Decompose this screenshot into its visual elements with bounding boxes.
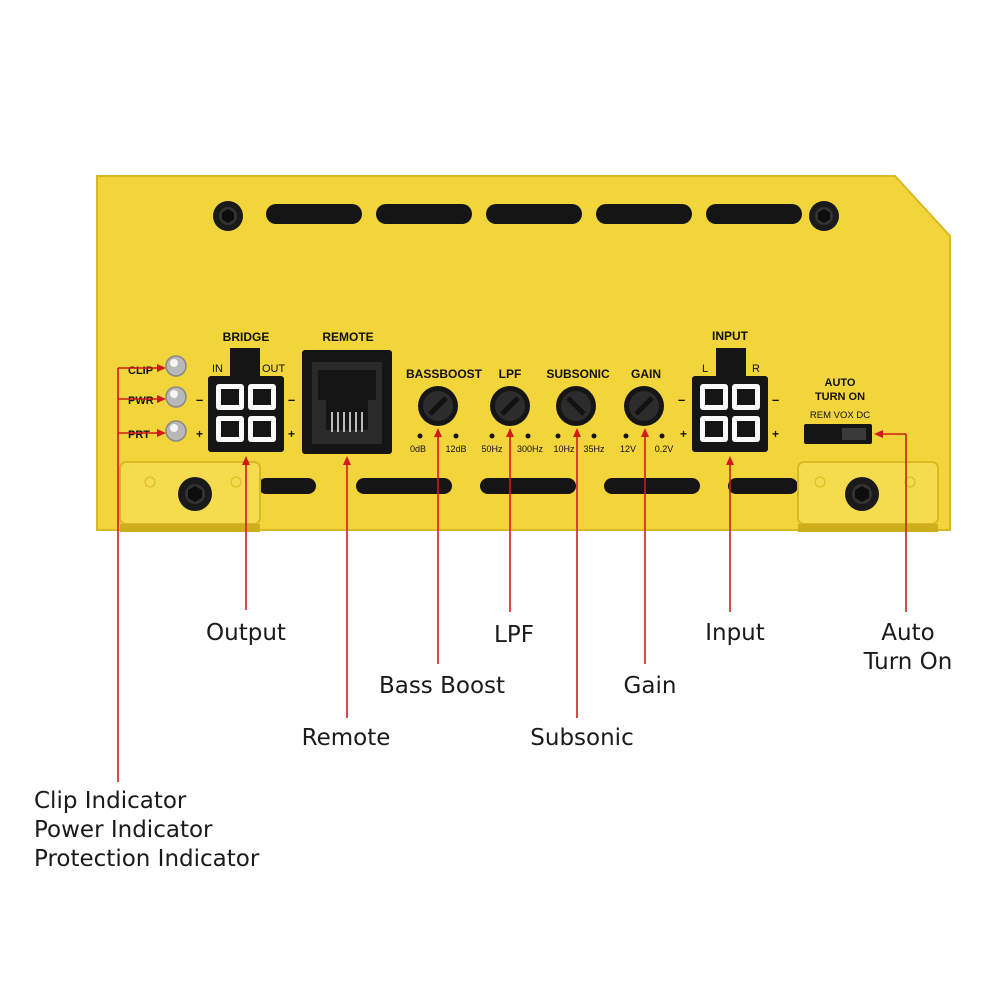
bridge-in-label: IN [212,363,223,375]
vent-slot [604,478,700,494]
screw-icon [178,477,212,511]
auto-title-1: AUTO [825,377,856,389]
plus-sign: + [288,427,295,441]
gain-label: GAIN [631,367,661,381]
remote-jack: REMOTE [302,330,392,454]
callout-leaders [117,364,907,782]
lpf-max: 300Hz [517,444,544,454]
gain-callout: Gain [624,673,677,699]
knob-subsonic: SUBSONIC 10Hz 35Hz [546,367,610,454]
auto-modes: REM VOX DC [810,410,870,421]
plus-sign: + [680,427,687,441]
vent-slot [486,204,582,224]
knob-gain: GAIN 12V 0.2V [620,367,673,454]
screw-icon [213,201,243,231]
screw-icon [809,201,839,231]
bridge-title: BRIDGE [223,330,270,344]
remote-title: REMOTE [322,330,373,344]
bassboost-max: 12dB [445,444,466,454]
screw-icon [845,477,879,511]
bridge-output-connector: BRIDGE IN OUT – – + + [196,330,295,452]
input-l-label: L [702,363,708,375]
auto-title-2: TURN ON [815,391,865,403]
gain-knob[interactable] [624,386,664,426]
subsonic-label: SUBSONIC [546,367,610,381]
clip-led-label: CLIP [128,365,153,377]
output-callout: Output [206,620,286,646]
knob-bassboost: BASSBOOST 0dB 12dB [406,367,483,454]
clip-indicator-callout: Clip Indicator [34,788,187,814]
power-led: PWR [128,386,187,408]
bass-boost-callout: Bass Boost [379,673,505,699]
callout-labels: Output Remote Bass Boost LPF Subsonic Ga… [34,620,952,872]
input-title: INPUT [712,329,749,343]
vent-slot [376,204,472,224]
bassboost-min: 0dB [410,444,426,454]
input-connector: INPUT L R – – + + [678,329,779,452]
lpf-knob[interactable] [490,386,530,426]
gain-max: 0.2V [655,444,674,454]
power-indicator-callout: Power Indicator [34,817,213,843]
protection-indicator-callout: Protection Indicator [34,846,260,872]
knob-lpf: LPF 50Hz 300Hz [481,367,543,454]
minus-sign: – [196,392,203,407]
minus-sign: – [678,392,685,407]
minus-sign: – [772,392,779,407]
minus-sign: – [288,392,295,407]
vent-slot [356,478,452,494]
auto-turn-on-callout-line1: Auto [881,620,934,646]
input-callout: Input [705,620,765,646]
remote-callout: Remote [302,725,391,751]
auto-turn-on-callout-line2: Turn On [863,649,953,675]
vent-slot [596,204,692,224]
gain-min: 12V [620,444,636,454]
vent-slot [480,478,576,494]
subsonic-knob[interactable] [556,386,596,426]
bridge-out-label: OUT [262,363,286,375]
lpf-min: 50Hz [481,444,503,454]
protection-led-label: PRT [128,429,150,441]
bassboost-label: BASSBOOST [406,367,483,381]
vent-slot [258,478,316,494]
amplifier-chassis [96,175,951,532]
bassboost-knob[interactable] [418,386,458,426]
vent-slot [266,204,362,224]
power-led-label: PWR [128,395,154,407]
subsonic-min: 10Hz [553,444,575,454]
plus-sign: + [196,427,203,441]
vent-slot [706,204,802,224]
auto-turn-on-switch: AUTO TURN ON REM VOX DC [804,377,872,444]
plus-sign: + [772,427,779,441]
protection-led: PRT [128,420,187,442]
led-indicators: CLIP PWR PRT [128,355,187,442]
input-r-label: R [752,363,760,375]
subsonic-max: 35Hz [583,444,605,454]
subsonic-callout: Subsonic [530,725,633,751]
vent-slot [728,478,798,494]
lpf-callout: LPF [494,622,534,648]
lpf-label: LPF [499,367,522,381]
